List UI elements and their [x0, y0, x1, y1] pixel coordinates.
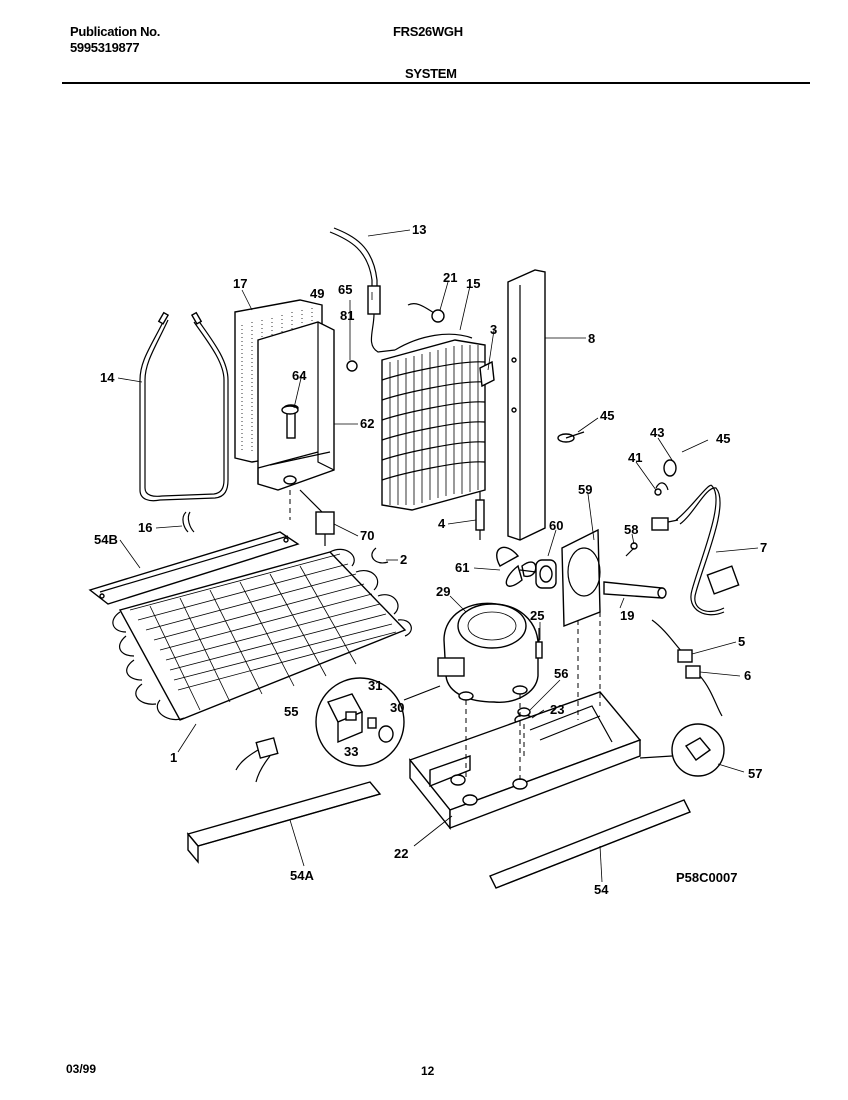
- bolt-25: [535, 628, 543, 659]
- compressor: [437, 602, 539, 703]
- header-rule: [62, 82, 810, 84]
- wiring-harness: [651, 619, 723, 717]
- bracket-54: [489, 799, 691, 889]
- callout-70: 70: [360, 528, 374, 543]
- callout-23: 23: [550, 702, 564, 717]
- capillary-tube: [329, 227, 396, 353]
- callout-33: 33: [344, 744, 358, 759]
- callout-55: 55: [284, 704, 298, 719]
- revision-date: 03/99: [66, 1062, 97, 1076]
- defrost-heater: [139, 311, 229, 502]
- publication-label: Publication No.: [70, 24, 161, 39]
- drawing-code: P58C0007: [676, 870, 737, 885]
- bracket-54a: [186, 781, 382, 864]
- callout-58: 58: [624, 522, 638, 537]
- condenser-coil: [112, 548, 412, 721]
- callout-45: 45: [600, 408, 614, 423]
- callout-29: 29: [436, 584, 450, 599]
- callout-49: 49: [310, 286, 324, 301]
- callout-15: 15: [466, 276, 480, 291]
- relay-detail: [315, 677, 441, 767]
- callout-57: 57: [748, 766, 762, 781]
- callout-30: 30: [390, 700, 404, 715]
- callout-54b: 54B: [94, 532, 118, 547]
- spring-clip: [371, 547, 389, 564]
- tube-clip: [479, 360, 495, 388]
- callout-31: 31: [368, 678, 382, 693]
- callout-56: 56: [554, 666, 568, 681]
- drain-tube: [603, 581, 667, 599]
- drain-connector: [299, 489, 335, 546]
- screw-58: [625, 542, 638, 557]
- publication-number: 5995319877: [70, 40, 140, 55]
- callout-6: 6: [744, 668, 751, 683]
- callout-16: 16: [138, 520, 152, 535]
- callout-2: 2: [400, 552, 407, 567]
- callout-19: 19: [620, 608, 634, 623]
- screw-64: [281, 405, 299, 415]
- callout-64: 64: [292, 368, 307, 383]
- evaporator-cover: [257, 321, 335, 491]
- compressor-base: [408, 691, 642, 830]
- callout-8: 8: [588, 331, 595, 346]
- callout-43: 43: [650, 425, 664, 440]
- callout-3: 3: [490, 322, 497, 337]
- callout-5: 5: [738, 634, 745, 649]
- callout-25: 25: [530, 608, 544, 623]
- assembly-guides: [289, 490, 601, 784]
- defrost-limiter: [475, 492, 485, 540]
- callout-4: 4: [438, 516, 446, 531]
- run-capacitor: [235, 737, 279, 783]
- callout-54: 54: [594, 882, 609, 897]
- page-number: 12: [421, 1064, 435, 1078]
- model-number: FRS26WGH: [393, 24, 463, 39]
- callout-labels: 13 17 49 65 21 15 3 8 81 14 64 62 45 43 …: [94, 222, 767, 897]
- callout-17: 17: [233, 276, 247, 291]
- screw-45: [557, 431, 585, 443]
- callout-21: 21: [443, 270, 457, 285]
- callout-65: 65: [338, 282, 352, 297]
- channel-bracket: [507, 269, 546, 541]
- power-cord: [651, 459, 740, 616]
- callout-54a: 54A: [290, 868, 314, 883]
- condenser-fan: [496, 546, 557, 589]
- callout-60: 60: [549, 518, 563, 533]
- callout-45b: 45: [716, 431, 730, 446]
- callout-14: 14: [100, 370, 115, 385]
- thermistor: [407, 303, 445, 323]
- evaporator-coil: [381, 333, 486, 511]
- section-title: SYSTEM: [405, 66, 457, 81]
- callout-13: 13: [412, 222, 426, 237]
- callout-62: 62: [360, 416, 374, 431]
- leveling-foot-detail: [639, 723, 725, 777]
- callout-22: 22: [394, 846, 408, 861]
- callout-61: 61: [455, 560, 469, 575]
- screw: [346, 360, 358, 372]
- callout-7: 7: [760, 540, 767, 555]
- callout-59: 59: [578, 482, 592, 497]
- leader-lines: [117, 229, 759, 883]
- callout-41: 41: [628, 450, 642, 465]
- wire-clip: [182, 511, 195, 533]
- callout-1: 1: [170, 750, 177, 765]
- fan-bracket: [561, 528, 601, 628]
- callout-81: 81: [340, 308, 354, 323]
- condenser-bracket-54b: [88, 531, 300, 605]
